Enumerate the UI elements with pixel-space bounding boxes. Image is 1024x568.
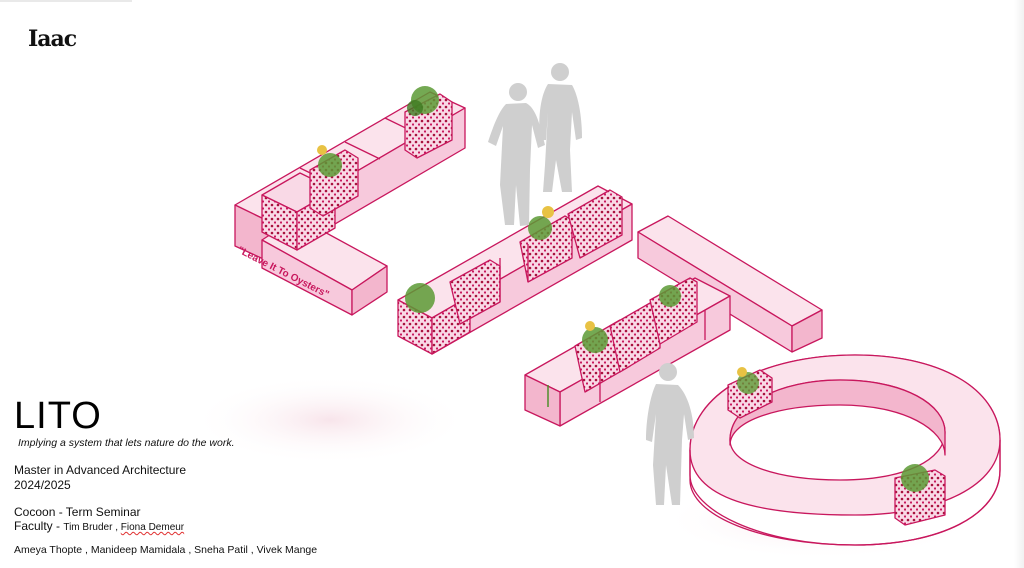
faculty-separator: ,: [112, 522, 121, 533]
iaac-logo: Iaac: [28, 26, 77, 52]
human-silhouettes: [488, 63, 694, 505]
right-edge-shadow: [1014, 0, 1024, 568]
top-strip: [0, 0, 132, 2]
faculty-name: Fiona Demeur: [120, 522, 185, 533]
person-silhouette: [539, 63, 582, 192]
course-name: Cocoon - Term Seminar: [14, 505, 141, 519]
ground-shadow: [190, 375, 470, 465]
project-subtitle: Implying a system that lets nature do th…: [18, 437, 235, 449]
person-silhouette: [488, 83, 545, 226]
faculty-name: Tim Bruder: [63, 522, 113, 533]
program-year: 2024/2025: [14, 478, 71, 492]
program-name: Master in Advanced Architecture: [14, 463, 187, 477]
plant-cluster: [317, 86, 929, 492]
letter-i-module: [397, 185, 633, 355]
letter-o-module: [689, 354, 1001, 546]
letter-t-module: [524, 215, 823, 427]
faculty-label: Faculty -: [14, 519, 64, 533]
authors-list: Ameya Thopte , Manideep Mamidala , Sneha…: [14, 544, 318, 556]
project-title: LITO: [14, 395, 102, 437]
letter-l-module: [234, 91, 466, 316]
faculty-line: Faculty - Tim Bruder , Fiona Demeur: [14, 519, 184, 533]
person-silhouette: [646, 363, 694, 505]
